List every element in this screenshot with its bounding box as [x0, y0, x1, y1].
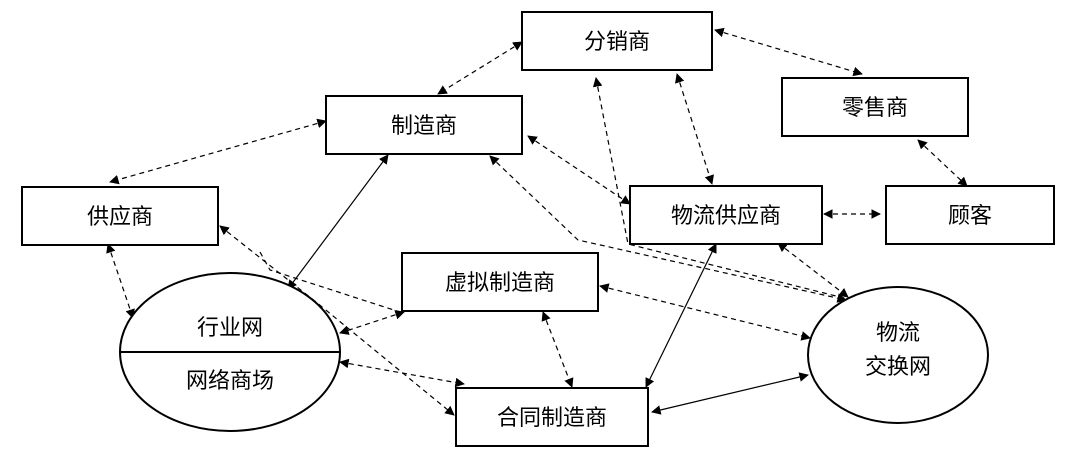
- node-retailer-label: 零售商: [842, 96, 908, 121]
- node-manufacturer: 制造商: [325, 95, 523, 155]
- node-retailer: 零售商: [781, 77, 969, 137]
- node-distributor: 分销商: [521, 11, 713, 71]
- node-supplier: 供应商: [21, 186, 219, 246]
- node-contract-manufacturer: 合同制造商: [455, 387, 649, 447]
- node-logistics-exchange-label-line2: 交换网: [865, 355, 931, 380]
- edge-supplier-contract-manufacturer: [219, 225, 455, 416]
- node-customer-label: 顾客: [948, 204, 992, 229]
- edge-distributor-logistics-provider: [675, 73, 714, 185]
- node-virtual-manufacturer: 虚拟制造商: [401, 252, 599, 312]
- edge-virtual-manufacturer-industry-net: [339, 310, 405, 335]
- node-virtual-manufacturer-label: 虚拟制造商: [445, 271, 555, 296]
- edge-logistics-provider-contract-manufacturer: [645, 243, 717, 388]
- edge-virtual-manufacturer-contract-manufacturer: [541, 311, 574, 388]
- edge-virtual-manufacturer-logistics-exchange: [599, 283, 811, 341]
- node-online-mall-label: 网络商场: [186, 369, 274, 394]
- node-logistics-exchange: 物流 交换网: [807, 286, 989, 424]
- edge-contract-manufacturer-logistics-exchange: [651, 372, 809, 415]
- node-supplier-label: 供应商: [87, 205, 153, 230]
- node-logistics-provider-label: 物流供应商: [671, 204, 781, 229]
- edge-supplier-logistics-exchange: [259, 251, 401, 313]
- node-logistics-exchange-label-line1: 物流: [876, 321, 920, 346]
- edge-supplier-industry-net: [106, 243, 135, 319]
- node-manufacturer-label: 制造商: [391, 114, 457, 139]
- node-customer: 顾客: [885, 185, 1055, 245]
- node-distributor-label: 分销商: [584, 30, 650, 55]
- node-contract-manufacturer-label: 合同制造商: [497, 406, 607, 431]
- edge-logistics-provider-logistics-exchange: [777, 242, 849, 298]
- edge-retailer-customer: [917, 139, 968, 187]
- node-industry-net-online-mall: 行业网 网络商场: [119, 272, 341, 432]
- edge-manufacturer-industry-net: [287, 154, 389, 290]
- edge-manufacturer-logistics-exchange: [489, 155, 847, 303]
- edge-distributor-manufacturer: [437, 41, 523, 95]
- edge-distributor-retailer: [714, 27, 863, 77]
- node-logistics-provider: 物流供应商: [629, 185, 823, 245]
- edge-online-mall-contract-manufacturer: [339, 358, 465, 388]
- edge-manufacturer-supplier: [109, 118, 327, 185]
- node-industry-net-label: 行业网: [197, 316, 263, 341]
- edge-manufacturer-logistics-provider: [527, 135, 631, 205]
